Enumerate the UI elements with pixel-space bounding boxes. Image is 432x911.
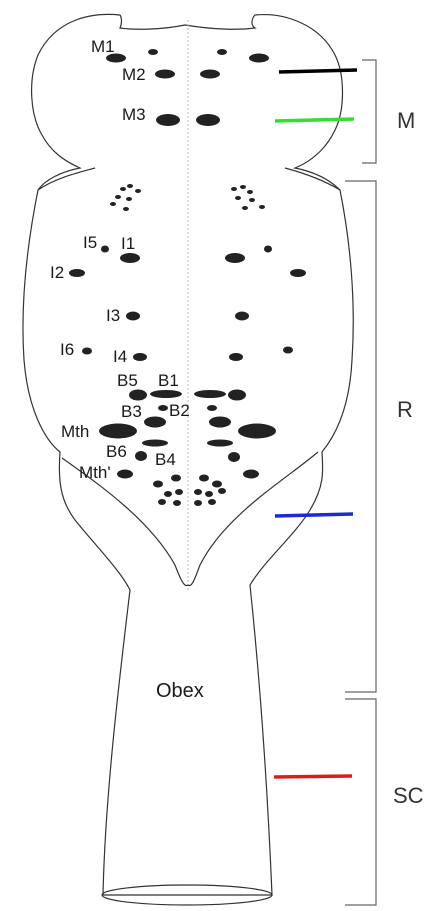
label-B5: B5 bbox=[117, 371, 138, 390]
label-M3: M3 bbox=[122, 105, 146, 124]
nucleus-B6-right bbox=[228, 452, 240, 462]
nucleus-I6 bbox=[82, 348, 92, 355]
nucleus-B3 bbox=[144, 417, 166, 428]
label-I5: I5 bbox=[83, 233, 97, 252]
nucleus-I5 bbox=[101, 246, 109, 253]
nucleus-I6-right bbox=[283, 347, 293, 354]
label-M2: M2 bbox=[122, 65, 146, 84]
nucleus-dot-a bbox=[148, 49, 158, 55]
blue-line bbox=[275, 514, 353, 516]
label-I4: I4 bbox=[113, 347, 127, 366]
nucleus-B5 bbox=[129, 390, 147, 401]
nucleus-I4-right bbox=[229, 353, 243, 361]
label-Mthprime: Mth' bbox=[79, 463, 111, 482]
nucleus-M2 bbox=[155, 70, 175, 79]
nucleus-Mthprime-right bbox=[243, 470, 259, 479]
nucleus-I1-right bbox=[225, 253, 245, 263]
label-I2: I2 bbox=[50, 263, 64, 282]
label-I3: I3 bbox=[106, 306, 120, 325]
label-B6: B6 bbox=[106, 442, 127, 461]
nucleus-B5-right bbox=[228, 390, 246, 401]
nucleus-Mth-right bbox=[238, 424, 276, 439]
label-B2: B2 bbox=[169, 401, 190, 420]
label-obex: Obex bbox=[156, 680, 204, 702]
nucleus-I3-right bbox=[235, 312, 249, 321]
nucleus-I2-right bbox=[290, 269, 306, 277]
nucleus-Mthprime bbox=[117, 470, 133, 479]
nucleus-B1-right bbox=[194, 390, 226, 398]
nucleus-M3 bbox=[156, 114, 180, 126]
label-B4: B4 bbox=[155, 450, 176, 469]
nucleus-B2-right bbox=[207, 405, 217, 411]
nucleus-dot-b bbox=[217, 49, 227, 55]
region-label-R: R bbox=[397, 397, 413, 422]
nucleus-I5-right bbox=[264, 246, 272, 253]
nucleus-M2-right bbox=[200, 70, 220, 79]
label-B1: B1 bbox=[158, 371, 179, 390]
nucleus-I4 bbox=[133, 353, 147, 361]
red-line bbox=[274, 776, 352, 777]
label-I6: I6 bbox=[60, 340, 74, 359]
nucleus-B2 bbox=[158, 405, 168, 411]
nucleus-B6-long-right bbox=[207, 440, 233, 447]
nucleus-B6 bbox=[135, 451, 147, 461]
nucleus-B6-long bbox=[142, 440, 168, 447]
brain-outline bbox=[23, 14, 353, 895]
nucleus-I2 bbox=[69, 269, 85, 277]
nucleus-B1 bbox=[150, 390, 182, 398]
label-M1: M1 bbox=[91, 37, 115, 56]
nucleus-M1-right bbox=[249, 54, 269, 63]
label-Mth: Mth bbox=[61, 422, 89, 441]
region-label-M: M bbox=[397, 108, 415, 133]
black-line bbox=[279, 70, 357, 72]
label-B3: B3 bbox=[121, 402, 142, 421]
nucleus-I3 bbox=[126, 312, 140, 321]
region-label-SC: SC bbox=[393, 783, 424, 808]
nucleus-M3-right bbox=[196, 114, 220, 126]
nucleus-Mth bbox=[99, 424, 137, 439]
nucleus-B3-right bbox=[209, 417, 231, 428]
nucleus-I1 bbox=[120, 253, 140, 263]
bracket-SC bbox=[345, 699, 376, 905]
label-I1: I1 bbox=[121, 234, 135, 253]
bracket-M bbox=[362, 60, 376, 163]
green-line bbox=[275, 119, 354, 121]
